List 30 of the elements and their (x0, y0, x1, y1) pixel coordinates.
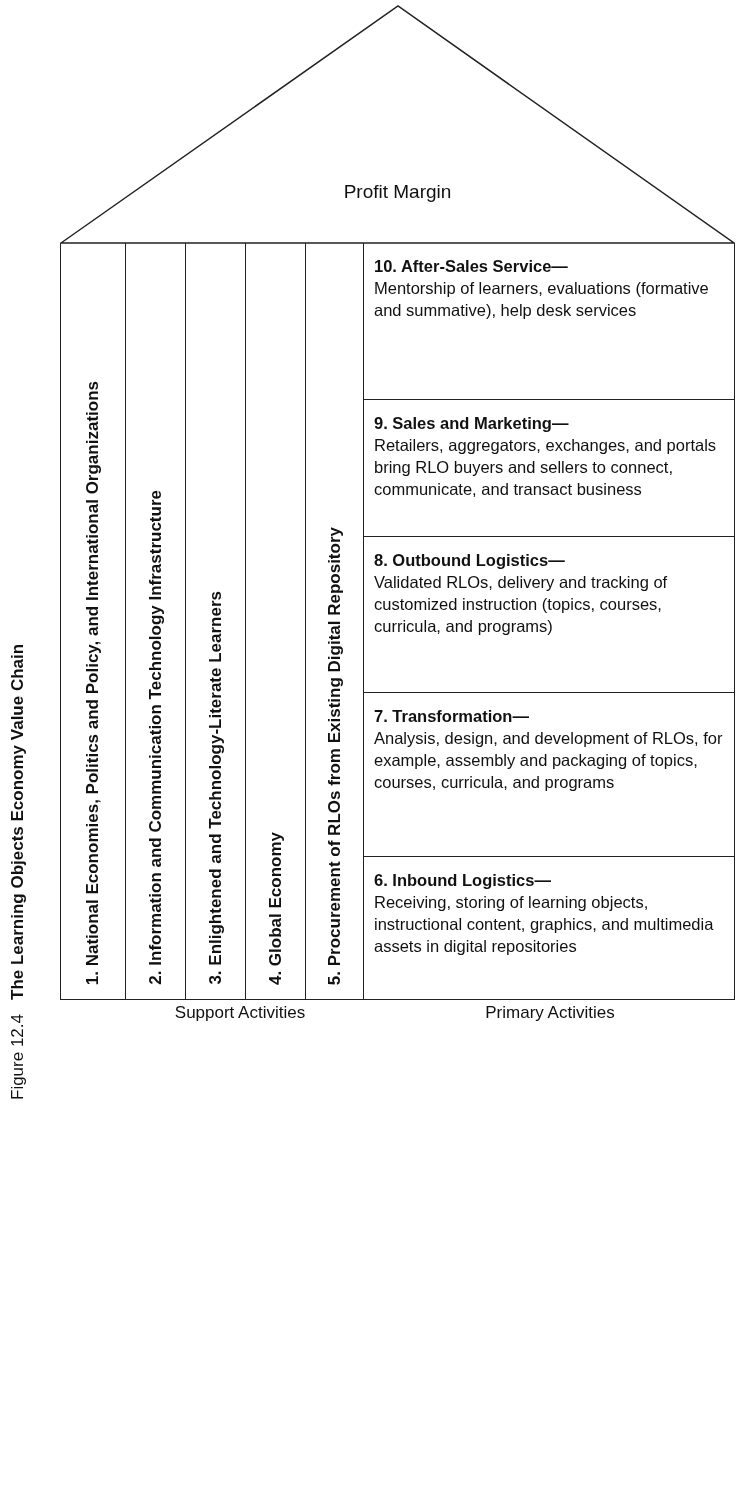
support-column (125, 243, 185, 1000)
column-label: 1. National Economies, Politics and Policy, and International Organizations (83, 380, 103, 985)
activity-heading: 6. Inbound Logistics— (374, 870, 552, 891)
activity-description: Mentorship of learners, evaluations (formative and summative), help desk services (374, 278, 710, 321)
activity-description: Analysis, design, and development of RLOs, for example, assembly and packaging of topics, courses, curricula, and programs (374, 728, 724, 793)
activity-box (363, 857, 735, 1000)
figure-number: Figure 12.4 (8, 1014, 28, 1100)
activity-box (363, 693, 735, 857)
activity-heading: 10. After-Sales Service— (374, 256, 569, 277)
activity-description: Receiving, storing of learning objects, instructional content, graphics, and multimedia assets in digital repositories (374, 892, 715, 957)
activity-description: Validated RLOs, delivery and tracking of customized instruction (topics, courses, curricula, and programs) (374, 572, 669, 637)
roof-label: Profit Margin (343, 181, 452, 203)
activity-box (363, 243, 735, 400)
support-column (305, 243, 363, 1000)
activity-description: Retailers, aggregators, exchanges, and portals bring RLO buyers and sellers to connect, communicate, and transact business (374, 435, 718, 500)
section-label: Support Activities (173, 1003, 307, 1023)
support-column (245, 243, 305, 1000)
figure-title: The Learning Objects Economy Value Chain (8, 643, 28, 1000)
activity-box (363, 537, 735, 693)
column-label: 2. Information and Communication Technology Infrastructure (145, 490, 166, 985)
column-label: 3. Enlightened and Technology-Literate Learners (205, 591, 226, 985)
activity-box (363, 400, 735, 537)
activity-heading: 9. Sales and Marketing— (374, 413, 570, 434)
support-column (185, 243, 245, 1000)
activity-heading: 8. Outbound Logistics— (374, 550, 566, 571)
activity-heading: 7. Transformation— (374, 706, 530, 727)
support-column (60, 243, 125, 1000)
column-label: 5. Procurement of RLOs from Existing Digital Repository (324, 526, 345, 985)
column-label: 4. Global Economy (265, 831, 286, 985)
section-label: Primary Activities (484, 1003, 616, 1023)
